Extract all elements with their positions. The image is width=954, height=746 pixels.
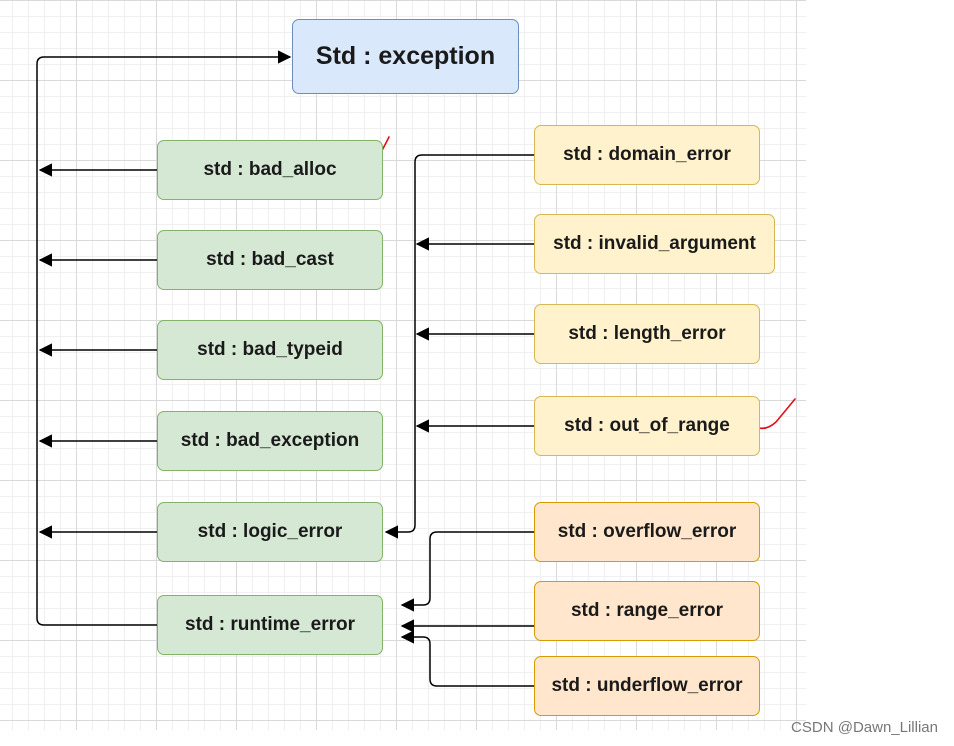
node-invalid-argument: std : invalid_argument xyxy=(534,214,775,274)
watermark-text: CSDN @Dawn_Lillian xyxy=(791,719,938,736)
node-label: std : length_error xyxy=(568,323,726,344)
node-label: std : invalid_argument xyxy=(553,233,756,254)
node-label: std : bad_cast xyxy=(206,249,334,270)
node-label: Std : exception xyxy=(315,42,496,70)
node-label: std : bad_alloc xyxy=(203,159,337,180)
node-bad-exception: std : bad_exception xyxy=(157,411,383,471)
node-bad-cast: std : bad_cast xyxy=(157,230,383,290)
node-label: std : out_of_range xyxy=(564,415,730,436)
node-label: std : domain_error xyxy=(563,144,731,165)
node-label: std : underflow_error xyxy=(551,675,743,696)
node-label: std : logic_error xyxy=(197,521,343,542)
edge-underflow-error xyxy=(400,630,534,687)
node-bad-typeid: std : bad_typeid xyxy=(157,320,383,380)
node-out-of-range: std : out_of_range xyxy=(534,396,760,456)
node-std-exception: Std : exception xyxy=(292,19,519,94)
node-label: std : bad_exception xyxy=(180,430,360,451)
node-range-error: std : range_error xyxy=(534,581,760,641)
node-label: std : overflow_error xyxy=(557,521,737,542)
node-length-error: std : length_error xyxy=(534,304,760,364)
node-bad-alloc: std : bad_alloc xyxy=(157,140,383,200)
node-domain-error: std : domain_error xyxy=(534,125,760,185)
node-label: std : runtime_error xyxy=(185,614,355,635)
node-overflow-error: std : overflow_error xyxy=(534,502,760,562)
grid-canvas xyxy=(0,0,806,730)
node-label: std : bad_typeid xyxy=(197,339,343,360)
node-underflow-error: std : underflow_error xyxy=(534,656,760,716)
edge-domain-error xyxy=(384,154,534,539)
edge-trunk-to-exception xyxy=(36,50,292,626)
edge-overflow-error xyxy=(400,531,534,612)
node-runtime-error: std : runtime_error xyxy=(157,595,383,655)
node-logic-error: std : logic_error xyxy=(157,502,383,562)
node-label: std : range_error xyxy=(570,600,724,621)
